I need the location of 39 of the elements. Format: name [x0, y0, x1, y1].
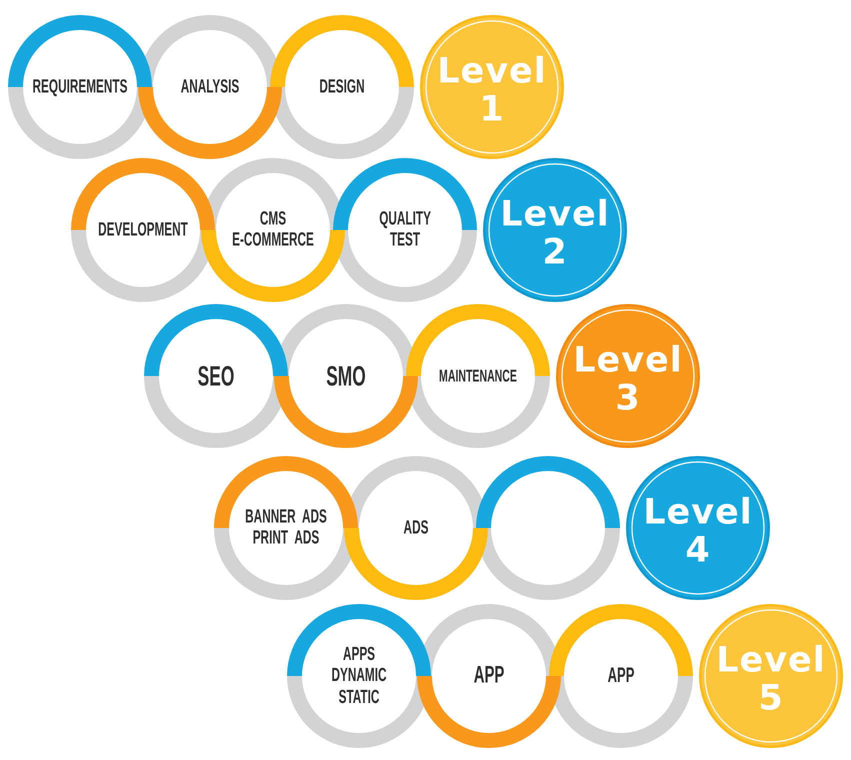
step-ring: [417, 604, 561, 748]
step-ring: [214, 456, 358, 600]
step-label: SEO: [198, 360, 234, 392]
step-label: SMO: [326, 360, 366, 392]
level-badge: [420, 15, 564, 159]
level-badge: [483, 158, 627, 302]
step-label: DESIGN: [319, 76, 365, 98]
step-ring: [287, 604, 431, 748]
level-label: Level 2: [499, 196, 611, 272]
step-label: QUALITY TEST: [378, 208, 432, 252]
step-label: APP: [608, 664, 634, 688]
step-ring: [144, 304, 288, 448]
step-ring: [333, 158, 477, 302]
step-label: BANNER ADS PRINT ADS: [244, 506, 328, 550]
step-ring: [138, 15, 282, 159]
step-label: ADS: [404, 517, 428, 539]
step-ring: [201, 158, 345, 302]
level-label: Level 5: [715, 642, 827, 718]
step-label: APPS DYNAMIC STATIC: [330, 644, 388, 708]
step-ring: [8, 15, 152, 159]
level-badge: [556, 304, 700, 448]
step-label: MAINTENANCE: [439, 366, 517, 386]
level-badge: [626, 456, 770, 600]
step-label: ANALYSIS: [180, 76, 240, 98]
step-ring: [71, 158, 215, 302]
step-label: CMS E-COMMERCE: [231, 208, 315, 252]
level-label: Level 3: [572, 342, 684, 418]
level-label: Level 1: [436, 54, 548, 130]
step-ring: [274, 304, 418, 448]
level-badge: [699, 604, 843, 748]
step-ring: [406, 304, 550, 448]
level-label: Level 4: [642, 494, 754, 570]
step-ring: [549, 604, 693, 748]
step-ring: [476, 456, 620, 600]
step-label: DEVELOPMENT: [98, 219, 188, 241]
step-ring: [270, 15, 414, 159]
step-label: REQUIREMENTS: [32, 76, 128, 98]
step-label: APP: [474, 662, 504, 690]
step-ring: [344, 456, 488, 600]
